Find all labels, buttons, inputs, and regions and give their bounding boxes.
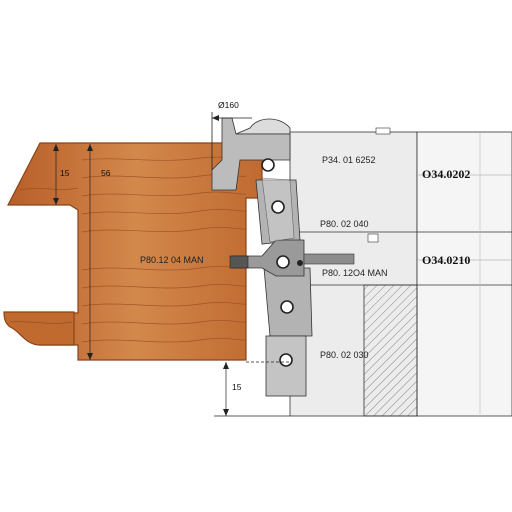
label-p34-016252: P34. 01 6252: [322, 155, 376, 165]
diameter-label: Ø160: [218, 100, 239, 110]
tool-body: [211, 117, 512, 417]
screw-1: [261, 158, 275, 172]
dimension-lines: [55, 144, 290, 417]
screw-4: [280, 300, 294, 314]
label-p80-1204-right: P80. 12O4 MAN: [322, 268, 388, 278]
dimension-15-bottom: 15: [232, 382, 242, 392]
dimension-15-top: 15: [60, 168, 70, 178]
screw-5: [279, 353, 293, 367]
wood-workpiece: [3, 142, 263, 361]
code-o34-0210: O34.0210: [422, 253, 470, 267]
code-o34-0202: O34.0202: [422, 167, 470, 181]
screw-2: [271, 200, 285, 214]
screw-3: [276, 255, 290, 269]
label-p80-02030: P80. 02 030: [320, 350, 369, 360]
diameter-annotation: Ø160: [211, 100, 252, 170]
label-p80-02040: P80. 02 040: [320, 219, 369, 229]
dimension-56: 56: [101, 168, 111, 178]
label-p80-1204-left: P80.12 04 MAN: [140, 255, 204, 265]
screw-holes: [261, 158, 294, 367]
